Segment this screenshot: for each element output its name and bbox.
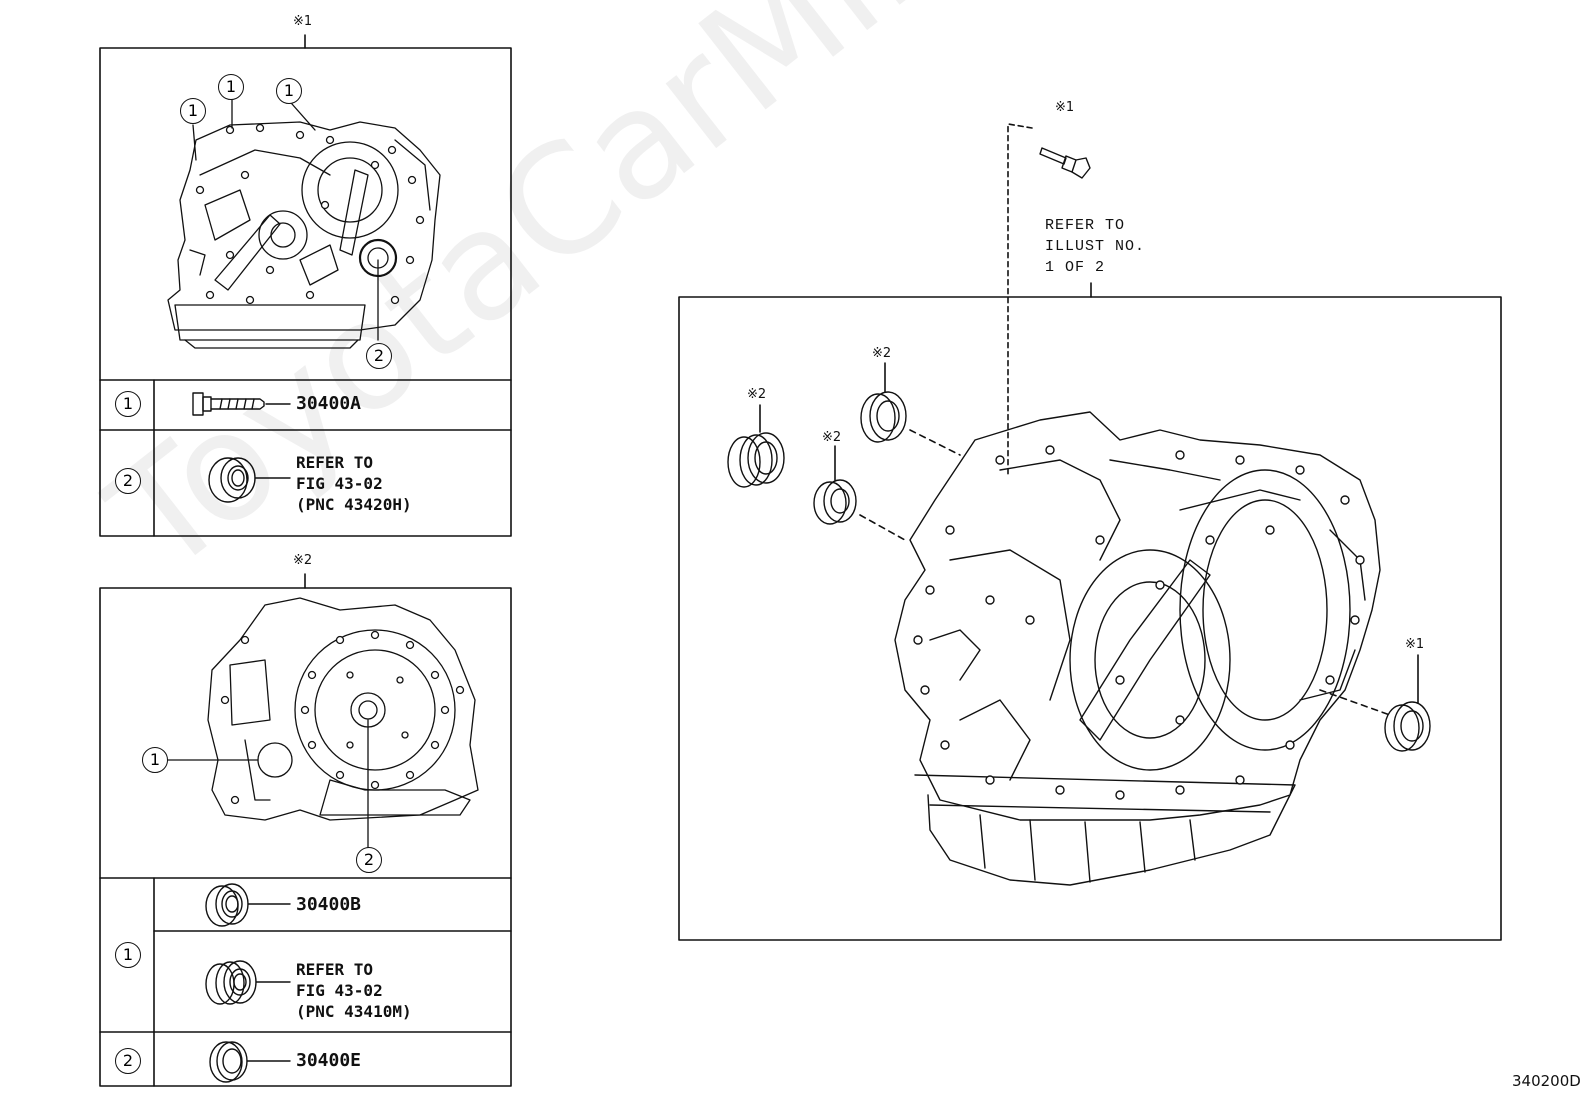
- main-seal-note-c: ※2: [822, 430, 842, 445]
- main-frame: [678, 282, 1502, 941]
- panel2-row2-num: 2: [115, 1048, 141, 1074]
- main-seal-icons: [727, 391, 1431, 752]
- panel2-row1-ref-line2: FIG 43-02: [296, 981, 383, 1000]
- panel2-row1-code: 30400B: [296, 894, 362, 915]
- figure-id: 340200D: [1512, 1072, 1581, 1090]
- seal-icon-30400B: [205, 883, 291, 927]
- panel2-row2-code: 30400E: [296, 1050, 362, 1071]
- panel2-frame: [99, 573, 512, 1087]
- bolt-dashed-leader: [1007, 123, 1033, 476]
- seal-dashed-leaders: [859, 429, 1391, 716]
- main-refer-line3: 1 OF 2: [1045, 259, 1106, 276]
- panel1-transmission-drawing: [167, 99, 441, 349]
- panel2-transmission-drawing: [167, 597, 479, 849]
- panel2-row1-ref-line3: (PNC 43410M): [296, 1002, 412, 1021]
- bolt-icon: [192, 392, 291, 416]
- main-transmission-drawing: [894, 411, 1381, 886]
- panel1-callout-1a: 1: [180, 98, 206, 124]
- panel1-row2-ref-line2: FIG 43-02: [296, 474, 383, 493]
- panel1-callout-1b: 1: [218, 74, 244, 100]
- seal-icon-ref: [205, 960, 291, 1005]
- panel1-callout-1c: 1: [276, 78, 302, 104]
- panel1-row2-ref-line3: (PNC 43420H): [296, 495, 412, 514]
- main-seal-note-d: ※1: [1405, 637, 1425, 652]
- main-bolt-note: ※1: [1055, 100, 1075, 115]
- panel1-note: ※1: [293, 14, 313, 29]
- main-refer-line1: REFER TO: [1045, 217, 1126, 234]
- seal-note-lines: [759, 362, 1419, 704]
- main-seal-note-b: ※2: [872, 346, 892, 361]
- panel2-row1-num: 1: [115, 942, 141, 968]
- panel1-row2-num: 2: [115, 468, 141, 494]
- panel2-note: ※2: [293, 553, 313, 568]
- main-bolt-icon: [1039, 147, 1091, 179]
- panel1-callout-2: 2: [366, 343, 392, 369]
- panel1-row2-ref-line1: REFER TO: [296, 453, 374, 472]
- main-seal-note-a: ※2: [747, 387, 767, 402]
- panel1-row1-num: 1: [115, 391, 141, 417]
- panel2-row1-ref-line1: REFER TO: [296, 960, 374, 979]
- panel2-callout-2: 2: [356, 847, 382, 873]
- main-refer-line2: ILLUST NO.: [1045, 238, 1146, 255]
- seal-icon-30400E: [209, 1041, 291, 1083]
- panel2-callout-1: 1: [142, 747, 168, 773]
- panel1-row1-code: 30400A: [296, 393, 362, 414]
- seal-icon: [208, 457, 291, 503]
- panel1-frame: [99, 34, 512, 537]
